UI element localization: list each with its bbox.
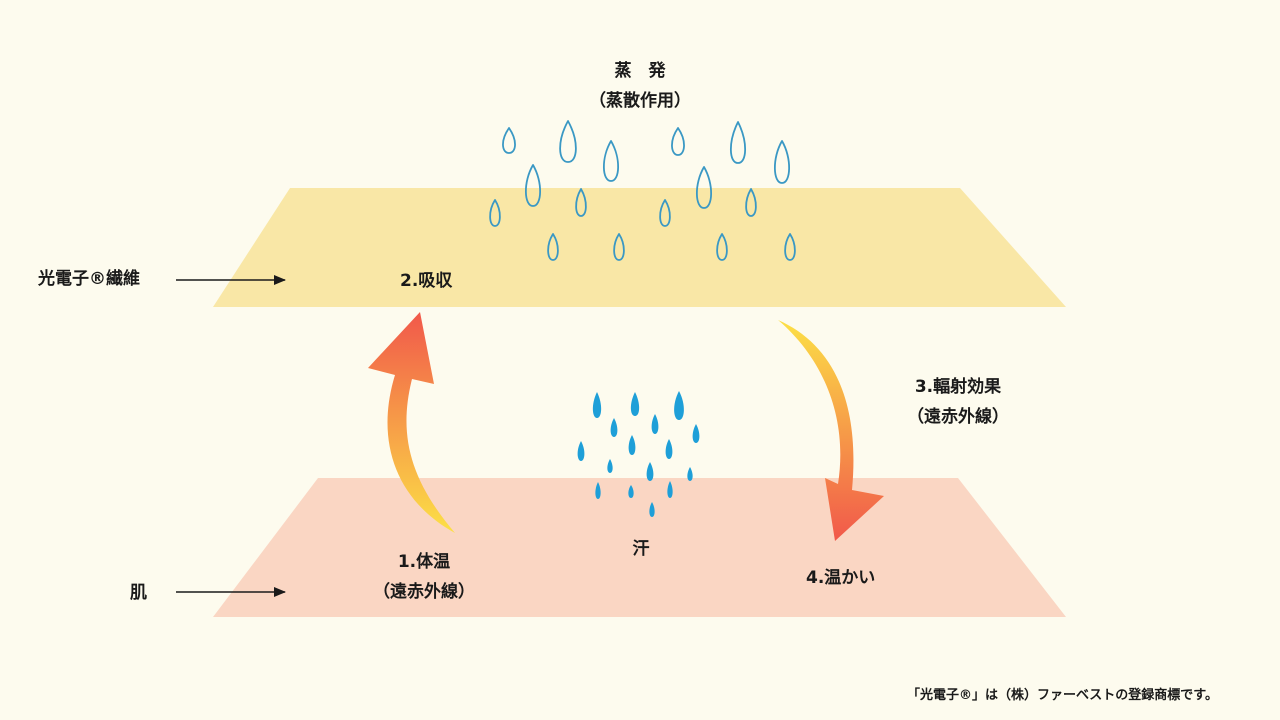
vapor-drop [489, 199, 501, 227]
step-radiation-sub: （遠赤外線） [907, 407, 1009, 427]
sweat-drop [667, 481, 673, 498]
sweat-drop [692, 424, 700, 443]
vapor-drop [547, 233, 559, 261]
sweat-drop [628, 435, 636, 455]
sweat-drop [595, 482, 601, 499]
vapor-drop [659, 199, 671, 227]
sweat-drop [649, 502, 655, 517]
step-body-heat-sub: （遠赤外線） [373, 582, 475, 602]
evaporation-title: 蒸 発 [614, 61, 666, 81]
sweat-drop [665, 439, 673, 459]
vapor-drop [716, 233, 728, 261]
fiber-layer [213, 188, 1066, 307]
vapor-drop [613, 233, 625, 261]
sweat-drop [628, 485, 634, 498]
sweat-drop [687, 467, 693, 481]
step-radiation-title: 3.輻射効果 [914, 377, 1002, 397]
body-heat-arrow [368, 312, 455, 533]
sweat-droplets [577, 391, 700, 517]
vapor-drop [695, 166, 713, 209]
vapor-drop [784, 233, 796, 261]
vapor-drop [773, 140, 791, 184]
step-warm: 4.温かい [806, 568, 876, 588]
sweat-drop [674, 391, 684, 420]
vapor-droplets [489, 120, 796, 261]
sweat-drop [577, 441, 585, 461]
skin-label: 肌 [130, 583, 147, 603]
step-body-heat-title: 1.体温 [397, 552, 451, 572]
sweat-drop [630, 392, 640, 416]
sweat-drop [651, 414, 659, 434]
vapor-drop [502, 127, 516, 154]
sweat-drop [610, 418, 618, 437]
sweat-drop [646, 462, 654, 481]
vapor-drop [559, 120, 577, 163]
vapor-drop [602, 140, 620, 182]
step-absorb: 2.吸収 [400, 271, 453, 291]
sweat-label: 汗 [632, 539, 650, 559]
vapor-drop [745, 188, 757, 217]
evaporation-subtitle: （蒸散作用） [589, 91, 691, 111]
vapor-drop [575, 188, 587, 217]
vapor-drop [729, 121, 747, 164]
sweat-drop [607, 459, 613, 473]
vapor-drop [671, 127, 685, 156]
vapor-drop [524, 164, 542, 207]
radiation-arrow [778, 320, 884, 541]
fiber-label: 光電子®繊維 [38, 269, 140, 289]
sweat-drop [592, 392, 602, 418]
trademark-footnote: 「光電子®」は（株）ファーベストの登録商標です。 [907, 688, 1218, 703]
